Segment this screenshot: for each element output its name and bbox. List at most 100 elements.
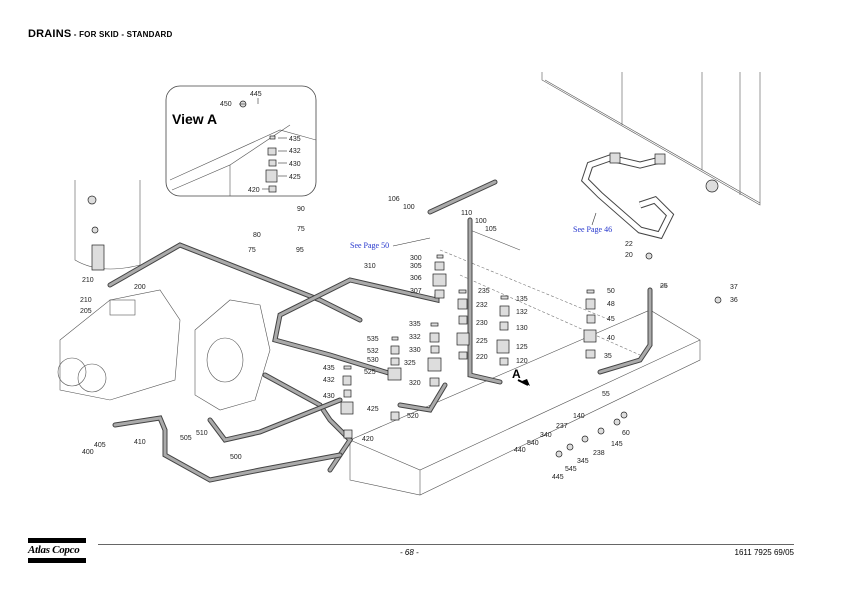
callout: 330	[409, 347, 421, 354]
callout: 420	[362, 436, 374, 443]
callout: 45	[607, 316, 615, 323]
callout: 132	[516, 309, 528, 316]
see-page-50-link[interactable]: See Page 50	[350, 241, 389, 250]
callout: 425	[289, 174, 301, 181]
callout: 230	[476, 320, 488, 327]
callout: 450	[220, 101, 232, 108]
drain-plugs	[555, 252, 722, 458]
footer-divider	[98, 544, 794, 545]
callout: 110	[461, 210, 472, 217]
hoses	[107, 217, 653, 483]
callout: 100	[403, 204, 415, 211]
callout: 105	[485, 226, 497, 233]
callout: 220	[476, 354, 488, 361]
callout: 20	[625, 252, 633, 259]
callout: 520	[407, 413, 419, 420]
valve-stack-300	[432, 254, 447, 299]
callout: 37	[730, 284, 738, 291]
separator-tank	[74, 180, 141, 271]
callout: 532	[367, 348, 379, 355]
view-a-marker: A	[512, 367, 521, 381]
callout: 345	[577, 458, 589, 465]
compressor-element	[57, 289, 181, 401]
callout: 500	[230, 454, 242, 461]
callout: 225	[476, 338, 488, 345]
callout: 430	[289, 161, 301, 168]
callout: 125	[516, 344, 528, 351]
view-a-arrow: A	[512, 367, 530, 386]
valve-stack-335	[427, 322, 442, 387]
callout: 140	[573, 413, 585, 420]
callout: 306	[410, 275, 422, 282]
callout: 237	[556, 423, 568, 430]
callout: 430	[323, 393, 335, 400]
callout: 340	[540, 432, 552, 439]
loop-pipe	[580, 152, 675, 240]
callout: 95	[296, 247, 304, 254]
callout: 420	[248, 187, 260, 194]
callout: 445	[552, 474, 564, 481]
callout: 135	[516, 296, 528, 303]
callout: 55	[602, 391, 610, 398]
callout: 60	[622, 430, 630, 437]
callout: 435	[323, 365, 335, 372]
callout: 307	[410, 288, 422, 295]
page-title: DRAINS - FOR SKID - STANDARD	[28, 28, 173, 40]
page-number: - 68 -	[400, 548, 419, 557]
callout: 425	[367, 406, 379, 413]
valve-stack-535	[387, 336, 402, 421]
callout: 210	[82, 277, 94, 284]
callout: 50	[607, 288, 615, 295]
callout: 510	[196, 430, 208, 437]
callout: 432	[323, 377, 335, 384]
callout: 48	[607, 301, 615, 308]
callout: 232	[476, 302, 488, 309]
callout: 80	[253, 232, 261, 239]
callout: 525	[364, 369, 376, 376]
callout: 120	[516, 358, 528, 365]
callout: 205	[80, 308, 92, 315]
callout: 310	[364, 263, 376, 270]
view-a-inset: View A	[165, 85, 317, 197]
callout: 238	[593, 450, 605, 457]
document-number: 1611 7925 69/05	[734, 548, 794, 557]
callout: 40	[607, 335, 615, 342]
leader-lines	[239, 98, 667, 287]
callout: 332	[409, 334, 421, 341]
callout: 300	[410, 255, 422, 262]
callout: 435	[289, 136, 301, 143]
callout-labels: 445 450 435 432 430 425 420 90 75 80 75 …	[80, 91, 738, 481]
callout: 325	[404, 360, 416, 367]
callout: 540	[527, 440, 539, 447]
valve-stack-135	[496, 295, 510, 366]
callout: 445	[250, 91, 262, 98]
callout: 405	[94, 442, 106, 449]
callout: 200	[134, 284, 146, 291]
callout: 22	[625, 241, 633, 248]
gear-casing	[194, 299, 271, 411]
callout: 235	[478, 288, 490, 295]
callout: 432	[289, 148, 301, 155]
callout: 130	[516, 325, 528, 332]
callout: 35	[604, 353, 612, 360]
callout: 100	[475, 218, 487, 225]
callout: 410	[134, 439, 146, 446]
callout: 335	[409, 321, 421, 328]
upper-pipe	[427, 86, 552, 215]
page-title-sub: - FOR SKID - STANDARD	[71, 30, 173, 39]
logo-text: Atlas Copco	[28, 544, 80, 556]
page-title-main: DRAINS	[28, 28, 72, 40]
callout: 210	[80, 297, 92, 304]
cooler-housing	[541, 72, 761, 206]
callout: 25	[660, 283, 668, 290]
callout: 75	[297, 226, 305, 233]
valve-stack-235	[456, 289, 470, 360]
atlas-copco-logo: Atlas Copco	[28, 538, 86, 563]
callout: 320	[409, 380, 421, 387]
callout: 75	[248, 247, 256, 254]
callout: 545	[565, 466, 577, 473]
callout: 145	[611, 441, 623, 448]
see-page-46-link[interactable]: See Page 46	[573, 225, 612, 234]
callout: 106	[388, 196, 400, 203]
